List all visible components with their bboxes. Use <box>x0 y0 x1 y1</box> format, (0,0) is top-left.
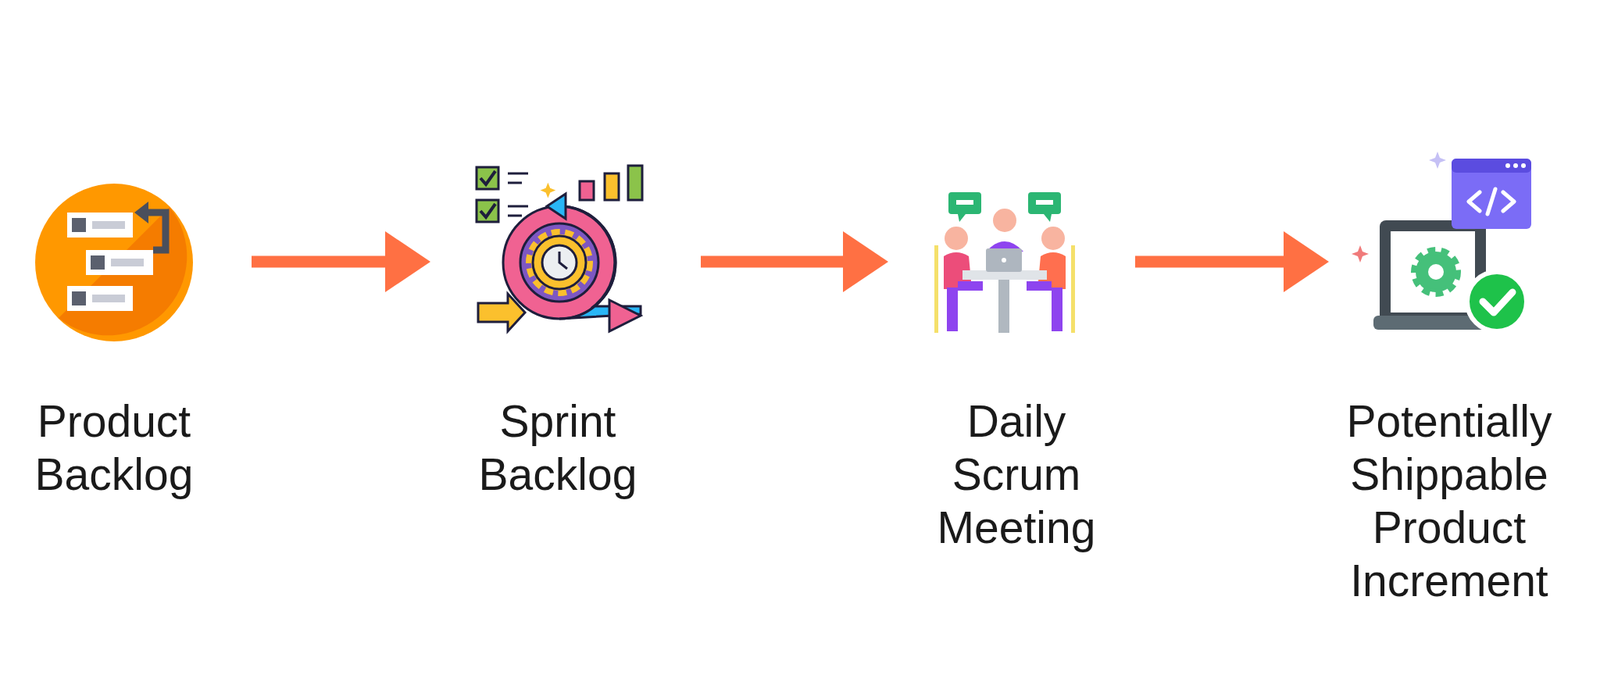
step-node: Daily Scrum Meeting <box>931 179 1077 344</box>
step-label: Product Backlog <box>12 394 216 501</box>
step-node: Product Backlog <box>35 179 193 344</box>
sprint-icon <box>476 165 643 332</box>
step-node: Sprint Backlog <box>473 179 643 344</box>
flow-arrow <box>1135 231 1329 293</box>
meeting-icon <box>934 192 1075 333</box>
step-label: Potentially Shippable Product Increment <box>1324 394 1575 608</box>
step-label: Daily Scrum Meeting <box>918 394 1115 554</box>
backlog-icon <box>35 183 193 342</box>
flow-arrow <box>700 231 889 293</box>
increment-icon <box>1351 151 1532 332</box>
step-label: Sprint Backlog <box>456 394 660 501</box>
flow-arrow <box>251 231 431 293</box>
step-node: Potentially Shippable Product Increment <box>1371 179 1533 344</box>
